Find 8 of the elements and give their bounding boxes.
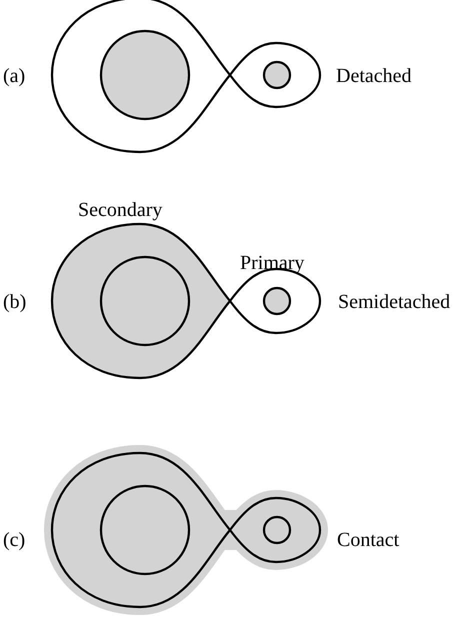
class-label: Semidetached	[338, 292, 450, 312]
panel-letter: (b)	[3, 292, 26, 312]
panel-letter: (a)	[3, 66, 26, 86]
class-label: Contact	[337, 530, 400, 550]
star-label: Primary	[240, 253, 304, 273]
panel-letter: (c)	[3, 530, 26, 550]
class-label: Detached	[336, 66, 412, 86]
star-label: Secondary	[78, 200, 162, 220]
